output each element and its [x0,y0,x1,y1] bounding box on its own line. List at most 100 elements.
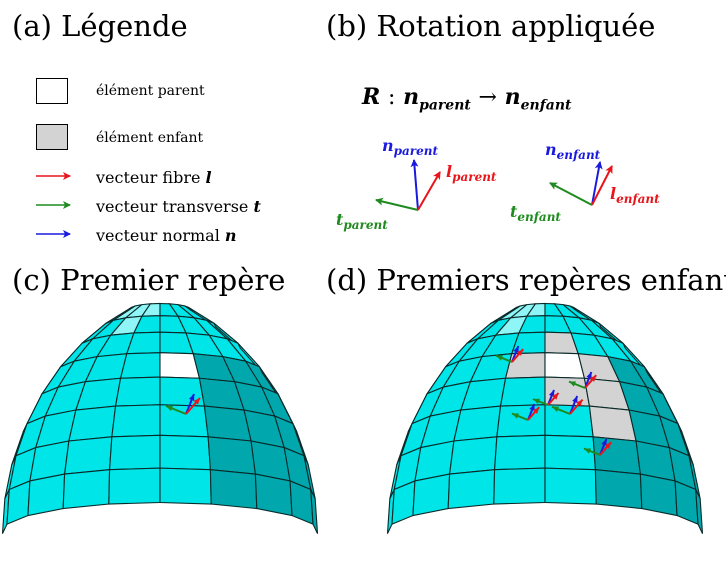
rotation-R: R [362,84,381,110]
t-parent-sub: parent [343,218,388,233]
mesh-cell [111,404,161,438]
panel-a-title: (a) Légende [12,9,188,43]
n-parent-arrow [410,159,419,211]
mesh-cell [639,473,678,517]
mesh-cell [159,434,212,471]
mesh-cell [108,467,161,505]
mesh-cell [114,376,161,407]
panel-c-title: (c) Premier repère [12,263,286,297]
mesh-cell [27,473,66,517]
normal-symbol: n [224,226,237,245]
t-child-base: t [510,202,518,221]
n-child-base: n [545,140,557,159]
arrow-head [533,398,540,405]
arrow-head [552,406,559,412]
arrow-head [552,393,559,400]
mesh-cell [68,405,117,442]
l-child-sub: enfant [616,192,660,207]
rotation-child-sub: enfant [520,97,572,114]
t-parent-label: tparent [336,210,388,233]
mesh-cell [119,352,161,379]
l-parent-label: lparent [446,162,497,185]
mesh-cell [695,489,704,534]
mesh-cell [412,473,451,517]
l-parent-base: l [446,162,453,181]
mesh-cell [310,489,319,534]
mesh-cell [493,434,546,471]
mesh-cell [159,467,212,505]
mesh-cell [209,469,258,510]
n-child-sub: enfant [556,148,601,163]
l-child-arrow [591,165,613,206]
mesh-cell [447,469,496,510]
t-child-arrow [549,182,593,206]
normal-vector-text: vecteur normal [96,226,220,245]
mesh-cell [493,467,546,505]
transverse-vector-label: vecteur transverse t [96,199,261,215]
arrow-head [166,405,173,412]
child-element-cell [504,352,546,379]
mesh-cell [62,469,111,510]
mesh-cell [254,473,293,517]
child-frame [549,161,613,206]
t-parent-arrow [375,197,419,211]
arrow-head [193,398,200,405]
rotation-n-parent: n [403,84,420,110]
mesh-cell [448,436,498,475]
mesh-cell [453,405,502,442]
mesh-cell [594,469,643,510]
parent-element-label: élément parent [96,83,205,99]
arrow-head [529,404,535,411]
panel-b-title: (b) Rotation appliquée [326,9,656,43]
arrow-head [188,394,195,401]
parent-element-swatch [36,78,68,104]
rotation-colon: : [387,85,396,110]
transverse-symbol: t [253,197,261,216]
child-element-label: élément enfant [96,130,204,146]
arrow-head [516,349,524,356]
arrow-head [572,396,578,403]
l-child-label: lenfant [610,184,660,207]
arrow-head [601,439,607,446]
n-child-arrow [591,161,603,206]
mesh-cell [207,436,257,475]
arrow-head [589,375,597,382]
transverse-vector-text: vecteur transverse [96,197,249,216]
arrow-head [584,448,591,454]
mesh-cell [544,467,597,505]
arrow-head [513,346,519,353]
arrow-head [569,381,576,387]
mesh-cell [592,436,642,475]
arrow-head [586,372,592,379]
parent-frame [375,159,441,211]
child-frames-dome [386,302,704,534]
fiber-vector-label: vecteur fibre l [96,170,212,186]
fiber-vector-text: vecteur fibre [96,168,201,187]
arrow-head [548,390,555,397]
first-frame-dome [1,302,319,534]
t-parent-base: t [336,210,344,229]
panel-d-title: (d) Premiers repères enfants [326,263,726,297]
arrow-head [604,442,612,449]
t-child-label: tenfant [510,202,561,225]
arrow-head [532,407,540,414]
l-parent-sub: parent [452,170,497,185]
rotation-arrow: → [478,85,497,110]
rotation-formula: R : nparent → nenfant [362,86,571,112]
l-child-base: l [610,184,617,203]
fiber-symbol: l [205,168,212,187]
arrow-head [576,399,583,407]
n-parent-base: n [382,136,394,155]
rotation-parent-sub: parent [419,97,471,114]
l-parent-arrow [417,171,441,211]
rotation-n-child: n [504,84,521,110]
child-element-swatch [36,124,68,150]
n-child-label: nenfant [545,140,601,163]
arrow-head [496,355,503,361]
t-child-sub: enfant [517,210,561,225]
arrow-head [512,413,519,419]
normal-vector-label: vecteur normal n [96,228,237,244]
